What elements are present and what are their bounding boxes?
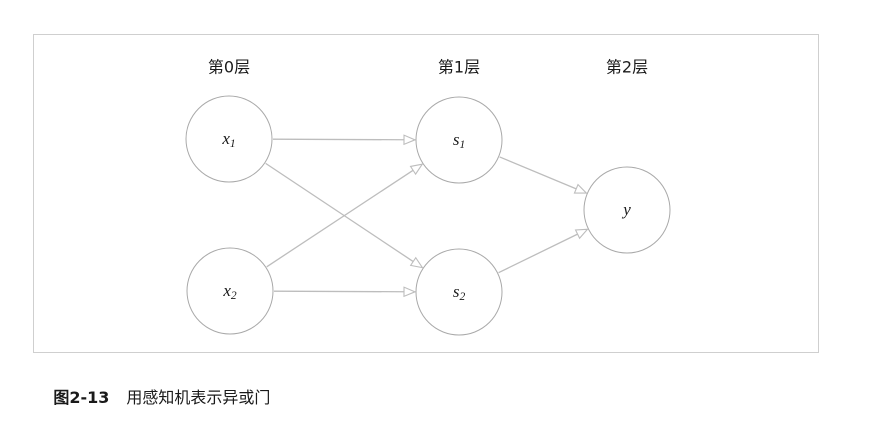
node-label-x2: x2: [222, 281, 237, 302]
node-s2: s2: [415, 248, 503, 336]
edge-x1-s1: [272, 134, 417, 146]
node-label-s2: s2: [453, 282, 466, 303]
layer-label-layer-1: 第1层: [438, 58, 480, 77]
node-label-y: y: [621, 200, 631, 219]
figure-caption: 图2-13 用感知机表示异或门: [33, 362, 270, 434]
perceptron-network-diagram: x1 x2 s1 s2 y 第0层 第1层 第2层: [185, 58, 671, 336]
node-x1: x1: [185, 95, 273, 183]
node-group: x1 x2 s1 s2 y: [185, 95, 671, 336]
caption-text: 用感知机表示异或门: [126, 388, 271, 407]
edge-x2-s1: [266, 163, 424, 268]
node-label-s1: s1: [453, 130, 465, 151]
edge-s2-y: [498, 228, 589, 274]
layer-label-layer-2: 第2层: [606, 58, 648, 77]
figure-container: x1 x2 s1 s2 y 第0层 第1层 第2层 图2-13 用感知机表示异或门: [33, 34, 819, 407]
layer-label-layer-0: 第0层: [208, 58, 250, 77]
edge-x2-s2: [273, 286, 417, 298]
node-y: y: [583, 166, 671, 254]
edge-group: [265, 134, 589, 298]
edge-s1-y: [499, 156, 588, 194]
node-x2: x2: [186, 247, 274, 335]
node-s1: s1: [415, 96, 503, 184]
edge-x1-s2: [265, 162, 424, 269]
layer-label-group: 第0层 第1层 第2层: [208, 58, 648, 77]
caption-number: 图2-13: [53, 388, 110, 407]
node-label-x1: x1: [221, 129, 235, 150]
